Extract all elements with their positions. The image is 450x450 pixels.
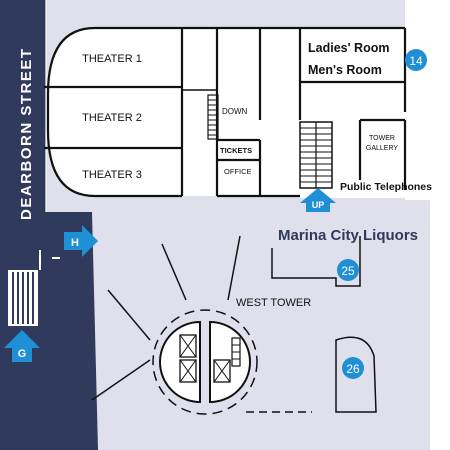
- theater-building: [48, 28, 300, 196]
- east-corridor: [405, 0, 450, 200]
- marker-26: 26: [342, 357, 364, 379]
- marker-14-number: 14: [409, 54, 423, 68]
- plaza-line-2: [227, 235, 241, 301]
- theater-1-label: THEATER 1: [82, 53, 142, 65]
- tower-gallery-label-1: TOWER: [369, 135, 395, 142]
- east-strip: [430, 200, 450, 450]
- theater-curved-wall: [46, 26, 182, 198]
- marker-14: 14: [405, 49, 427, 71]
- mens-room-label: Men's Room: [308, 63, 382, 77]
- liquor-store-label: Marina City Liquors: [278, 227, 418, 244]
- west-tower-label: WEST TOWER: [236, 297, 311, 309]
- theater-2-label: THEATER 2: [82, 112, 142, 124]
- h-label: H: [71, 237, 79, 249]
- unit-26-outline: [335, 336, 377, 413]
- down-label: DOWN: [222, 107, 248, 116]
- street-sidewalk-area: [46, 212, 98, 450]
- plaza-line-4: [91, 359, 151, 401]
- plaza-line-3: [107, 289, 151, 341]
- g-arrow-sign: G: [4, 330, 40, 362]
- west-tower-core: [152, 309, 258, 415]
- street-label: DEARBORN STREET: [18, 47, 35, 220]
- up-label: UP: [312, 200, 325, 210]
- up-arrow-sign: UP: [300, 188, 336, 212]
- liquor-store-outline: [271, 236, 361, 287]
- marker-25: 25: [337, 259, 359, 281]
- crosswalk: [8, 270, 38, 326]
- office-label: OFFICE: [224, 167, 252, 176]
- plaza-line-1: [161, 243, 187, 301]
- tower-gallery-label-2: GALLERY: [366, 145, 398, 152]
- g-label: G: [18, 348, 27, 360]
- stairs-down: [207, 94, 219, 140]
- public-telephones-label: Public Telephones: [340, 181, 432, 193]
- tickets-label: TICKETS: [220, 146, 252, 155]
- escalator-up: [299, 121, 333, 189]
- ladies-room-label: Ladies' Room: [308, 41, 389, 55]
- h-arrow-sign: H: [64, 225, 98, 257]
- street-strip: [0, 0, 46, 450]
- marker-25-number: 25: [341, 264, 355, 278]
- theater-3-label: THEATER 3: [82, 169, 142, 181]
- marker-26-number: 26: [346, 362, 360, 376]
